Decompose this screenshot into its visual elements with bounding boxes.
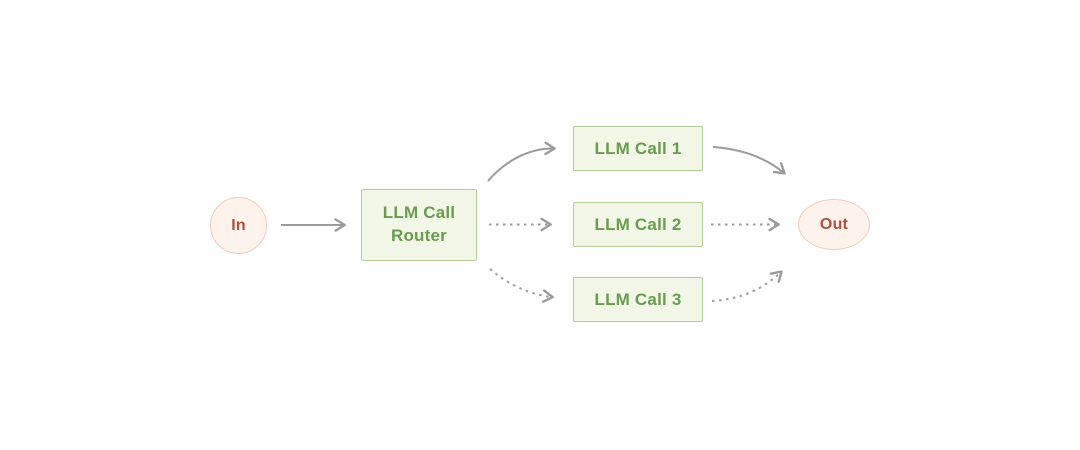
node-call1-label: LLM Call 1: [594, 138, 682, 158]
node-llm-call-2: LLM Call 2: [573, 202, 703, 247]
node-llm-call-3: LLM Call 3: [573, 277, 703, 322]
edge-router-to-call1-arrow: [487, 141, 556, 182]
node-out: Out: [798, 199, 870, 250]
node-in-label: In: [231, 216, 246, 234]
node-call3-label: LLM Call 3: [594, 289, 682, 309]
node-out-label: Out: [819, 215, 849, 233]
edge-call1-to-out-arrow: [712, 146, 786, 175]
node-llm-call-router: LLM Call Router: [361, 189, 477, 261]
edge-router-to-call3-arrow: [489, 268, 554, 303]
node-in: In: [210, 197, 267, 254]
node-llm-call-1: LLM Call 1: [573, 126, 703, 171]
node-router-label: LLM Call Router: [382, 203, 456, 245]
edge-call3-to-out-arrow: [711, 270, 783, 302]
node-call2-label: LLM Call 2: [594, 214, 682, 234]
